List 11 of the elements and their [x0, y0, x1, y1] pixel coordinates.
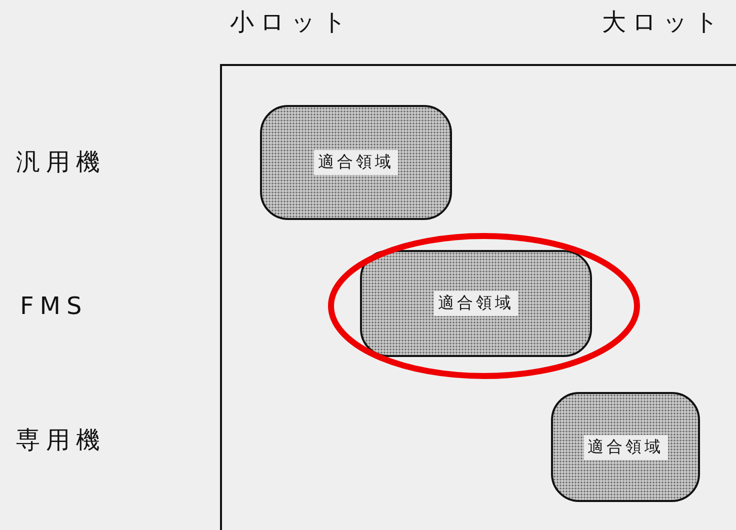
region-label: 適合領域 [434, 291, 518, 316]
region-label: 適合領域 [314, 150, 398, 175]
row-label: FMS [20, 292, 88, 320]
region-box [260, 105, 452, 220]
region-box [360, 250, 592, 357]
region-box [551, 392, 700, 502]
row-label: 汎用機 [16, 148, 106, 176]
row-label: 専用機 [16, 426, 106, 454]
column-label: 大ロット [602, 8, 725, 36]
column-label: 小ロット [230, 8, 353, 36]
region-label: 適合領域 [584, 434, 668, 460]
